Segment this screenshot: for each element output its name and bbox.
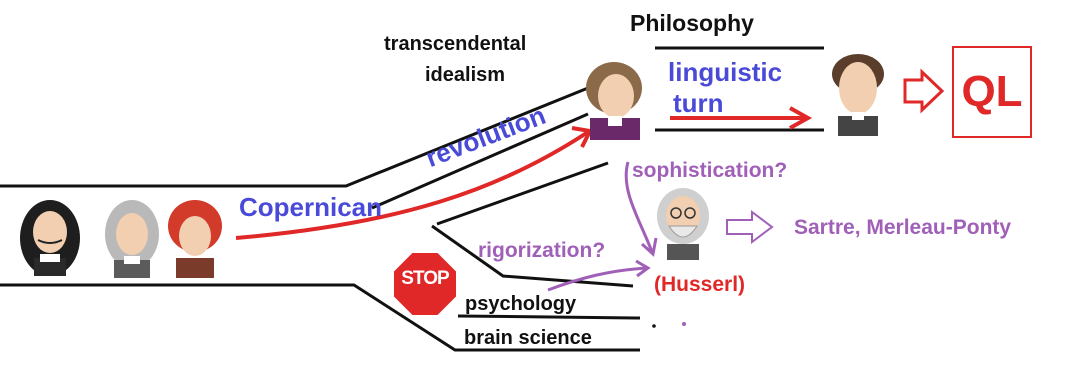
locke-portrait (168, 200, 222, 278)
ql-box: QL (952, 46, 1032, 138)
brain-science-label: brain science (464, 328, 592, 349)
turn-label: turn (673, 90, 724, 117)
kant-face (598, 74, 634, 118)
sophistication-label: sophistication? (632, 160, 787, 182)
wittgenstein-portrait (832, 54, 884, 136)
kant-collar (608, 116, 622, 126)
hume-collar (124, 256, 140, 264)
wittgenstein-collar (852, 112, 864, 120)
dot (682, 322, 686, 326)
rigorization-label: rigorization? (478, 240, 605, 262)
copernican-label: Copernican (239, 194, 382, 221)
locke-face (179, 216, 211, 256)
road-psychology (458, 316, 640, 318)
philosophy-title: Philosophy (630, 11, 754, 35)
husserl-label: (Husserl) (654, 274, 745, 296)
idealism-label: idealism (425, 65, 505, 86)
sartre-merleau-ponty-label: Sartre, Merleau-Ponty (794, 217, 1011, 239)
descartes-face (33, 211, 67, 253)
sartre-hollow-arrow (727, 212, 772, 242)
rigorization-arrow (548, 268, 648, 290)
ql-label: QL (961, 67, 1022, 117)
hume-face (116, 213, 148, 255)
husserl-portrait (657, 188, 709, 260)
stop-sign-text: STOP (393, 268, 457, 290)
wittgenstein-face (839, 62, 877, 114)
linguistic-label: linguistic (668, 59, 782, 86)
psychology-label: psychology (465, 294, 576, 315)
kant-portrait (586, 62, 642, 140)
descartes-portrait (20, 200, 80, 276)
dot (652, 324, 656, 328)
transcendental-label: transcendental (384, 34, 526, 55)
locke-coat (176, 258, 214, 278)
descartes-collar (40, 254, 60, 262)
husserl-coat (667, 244, 699, 260)
ql-hollow-arrow (905, 72, 942, 110)
hume-portrait (105, 200, 159, 278)
